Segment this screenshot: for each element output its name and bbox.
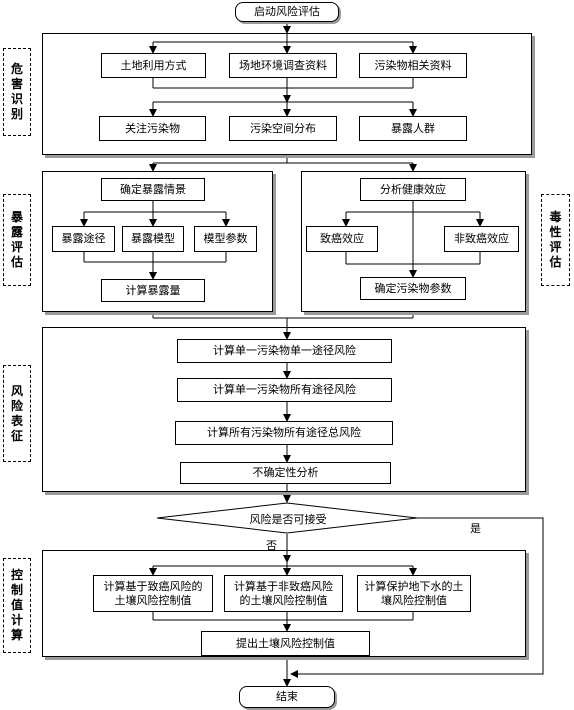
exposure-model-box: 暴露模型	[122, 226, 184, 252]
decision-diamond	[156, 502, 418, 534]
single-pollutant-all-paths-box: 计算单一污染物所有途径风险	[177, 378, 392, 402]
side-label-control: 控制值计算	[3, 558, 31, 653]
end-node: 结束	[239, 686, 335, 708]
toxicity-assessment-stage	[301, 171, 526, 312]
model-parameters-box: 模型参数	[194, 226, 257, 252]
land-use-box: 土地利用方式	[101, 53, 206, 78]
exposure-pathway-box: 暴露途径	[52, 226, 115, 252]
decision-no-label: 否	[266, 539, 277, 552]
health-effect-box: 分析健康效应	[360, 178, 466, 201]
all-pollutants-total-risk-box: 计算所有污染物所有途径总风险	[175, 421, 393, 445]
decision-question: 风险是否可接受	[249, 513, 327, 526]
non-carcinogenic-control-box: 计算基于非致癌风险的土壤风险控制值	[224, 575, 343, 612]
non-carcinogenic-box: 非致癌效应	[444, 226, 519, 252]
exposed-population-box: 暴露人群	[359, 116, 467, 141]
pollutant-params-box: 确定污染物参数	[360, 277, 466, 300]
carcinogenic-control-box: 计算基于致癌风险的土壤风险控制值	[93, 575, 213, 612]
side-label-exposure: 暴露评估	[3, 194, 31, 286]
exposure-scenario-box: 确定暴露情景	[101, 178, 205, 201]
side-label-hazard: 危害识别	[3, 48, 31, 136]
groundwater-control-box: 计算保护地下水的土壤风险控制值	[357, 575, 471, 612]
hazard-identification-stage	[42, 33, 532, 155]
control-value-stage	[42, 550, 526, 657]
pollutant-data-box: 污染物相关资料	[359, 53, 467, 78]
concern-pollutants-box: 关注污染物	[99, 116, 206, 141]
start-node: 启动风险评估	[235, 2, 339, 22]
calc-exposure-box: 计算暴露量	[101, 279, 205, 302]
exposure-assessment-stage	[42, 171, 273, 312]
single-pollutant-single-path-box: 计算单一污染物单一途径风险	[177, 339, 392, 363]
side-label-risk: 风险表征	[3, 365, 31, 462]
decision-yes-label: 是	[470, 522, 481, 535]
carcinogenic-box: 致癌效应	[306, 226, 378, 252]
uncertainty-analysis-box: 不确定性分析	[180, 462, 391, 484]
spatial-distribution-box: 污染空间分布	[229, 116, 337, 141]
risk-characterization-stage	[42, 327, 526, 492]
side-label-toxicity: 毒性评估	[541, 194, 570, 286]
site-survey-box: 场地环境调查资料	[229, 53, 337, 78]
propose-control-value-box: 提出土壤风险控制值	[201, 631, 370, 656]
